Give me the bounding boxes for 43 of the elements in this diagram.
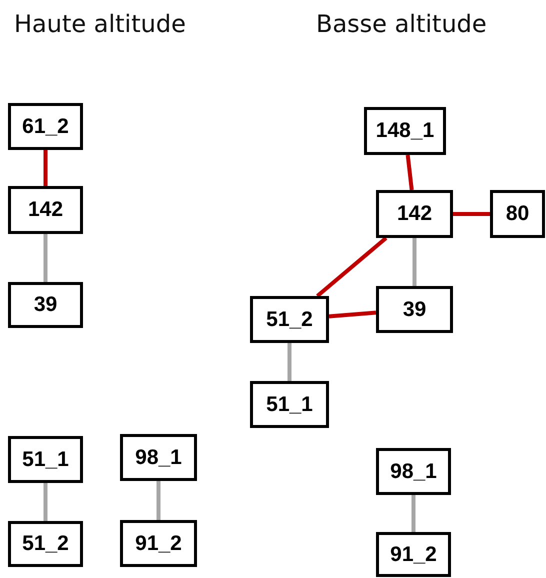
section-heading: Haute altitude (14, 10, 186, 38)
node-box (8, 436, 83, 483)
connector-line (453, 212, 490, 216)
node-box (120, 434, 197, 481)
node-box (250, 381, 329, 428)
node-box (8, 521, 83, 567)
node-box (8, 186, 83, 234)
connector-line (156, 481, 160, 520)
node-box (376, 532, 451, 577)
node-label: 51_2 (266, 308, 313, 332)
connector-line (288, 343, 292, 381)
node-label: 91_2 (135, 532, 182, 556)
node-label: 98_1 (135, 446, 182, 470)
connector-line (44, 483, 48, 521)
node-box (250, 296, 329, 343)
node-box (364, 107, 446, 155)
connector-line (412, 495, 416, 532)
node-box (120, 520, 197, 567)
connector-line (328, 310, 376, 318)
node-label: 148_1 (376, 119, 434, 143)
node-label: 142 (396, 202, 432, 226)
connector-line (44, 234, 48, 282)
node-box (376, 286, 453, 333)
node-label: 51_1 (22, 448, 69, 472)
connector-line (316, 236, 388, 298)
connector-line (44, 150, 48, 186)
node-label: 51_1 (266, 392, 313, 416)
node-label: 61_2 (22, 114, 69, 138)
section-heading: Basse altitude (316, 10, 487, 38)
node-label: 80 (506, 202, 530, 226)
node-box (376, 190, 453, 238)
node-label: 142 (28, 198, 64, 222)
connector-line (412, 238, 416, 286)
node-label: 98_1 (390, 460, 437, 484)
node-label: 51_2 (22, 532, 69, 556)
node-box (8, 282, 83, 328)
node-label: 39 (402, 298, 426, 322)
node-box (376, 448, 451, 495)
connector-line (406, 154, 414, 190)
node-box (490, 190, 545, 238)
node-label: 91_2 (390, 542, 437, 566)
node-label: 39 (34, 293, 58, 317)
node-box (8, 103, 83, 150)
